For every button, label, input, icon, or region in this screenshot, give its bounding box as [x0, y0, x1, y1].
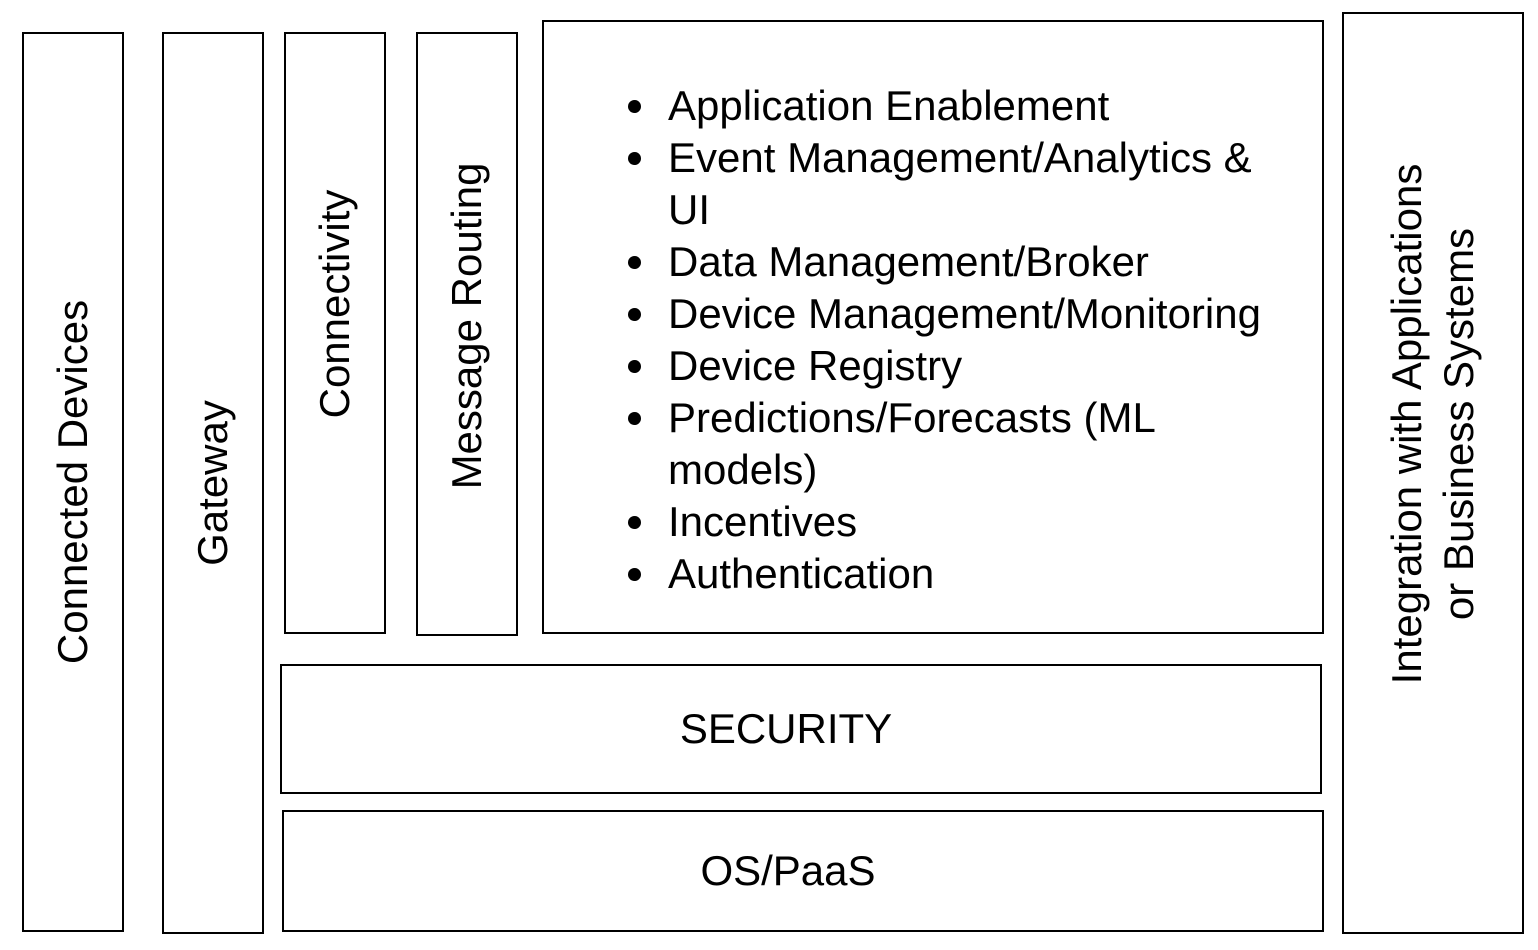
feature-item: Event Management/Analytics & UI: [584, 132, 1274, 236]
connected-devices-label: Connected Devices: [49, 299, 96, 665]
feature-label: Application Enablement: [668, 82, 1110, 129]
platform-features-box: Application Enablement Event Management/…: [542, 20, 1324, 634]
bullet-icon: [628, 568, 641, 581]
feature-item: Device Registry: [584, 340, 1274, 392]
bullet-icon: [628, 360, 641, 373]
gateway-box: Gateway: [162, 32, 264, 934]
bullet-icon: [628, 308, 641, 321]
security-layer-box: SECURITY: [280, 664, 1322, 794]
feature-item: Data Management/Broker: [584, 236, 1274, 288]
bullet-icon: [628, 100, 641, 113]
gateway-label: Gateway: [189, 400, 236, 566]
feature-item: Authentication: [584, 548, 1274, 600]
integration-box: Integration with Applications or Busines…: [1342, 12, 1524, 934]
bullet-icon: [628, 152, 641, 165]
feature-label: Authentication: [668, 550, 935, 597]
integration-label: Integration with Applications or Busines…: [1383, 163, 1482, 685]
bullet-icon: [628, 256, 641, 269]
os-paas-label: OS/PaaS: [700, 847, 876, 894]
bullet-icon: [628, 412, 641, 425]
feature-label: Event Management/Analytics & UI: [668, 134, 1252, 233]
connected-devices-box: Connected Devices: [22, 32, 124, 932]
message-routing-label: Message Routing: [443, 162, 490, 490]
connectivity-label: Connectivity: [311, 189, 358, 419]
feature-label: Device Management/Monitoring: [668, 290, 1261, 337]
feature-label: Device Registry: [668, 342, 963, 389]
feature-label: Data Management/Broker: [668, 238, 1149, 285]
message-routing-box: Message Routing: [416, 32, 518, 636]
os-paas-layer-box: OS/PaaS: [282, 810, 1324, 932]
feature-list: Application Enablement Event Management/…: [584, 80, 1274, 600]
feature-item: Predictions/Forecasts (ML models): [584, 392, 1274, 496]
bullet-icon: [628, 516, 641, 529]
feature-item: Application Enablement: [584, 80, 1274, 132]
connectivity-box: Connectivity: [284, 32, 386, 634]
feature-item: Device Management/Monitoring: [584, 288, 1274, 340]
security-label: SECURITY: [679, 705, 893, 752]
feature-label: Predictions/Forecasts (ML models): [668, 394, 1155, 493]
feature-item: Incentives: [584, 496, 1274, 548]
feature-label: Incentives: [668, 498, 858, 545]
